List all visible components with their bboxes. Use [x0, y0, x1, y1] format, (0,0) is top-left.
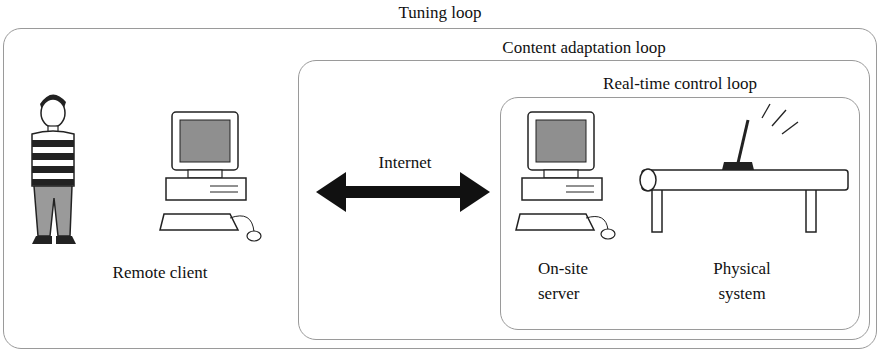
track-end — [640, 169, 656, 191]
shirt-stripe — [32, 153, 74, 160]
motion-line — [762, 104, 770, 118]
mouse-cable — [230, 216, 254, 232]
internet-arrow — [316, 172, 490, 212]
arrow-head — [460, 172, 490, 212]
person-figure — [32, 94, 76, 244]
loop-title: Real-time control loop — [599, 74, 761, 94]
keyboard — [160, 214, 238, 230]
pendulum-rod — [738, 120, 748, 163]
trousers — [34, 186, 72, 236]
screen — [180, 120, 230, 162]
server-label: On-site server — [538, 256, 610, 306]
loop-title: Content adaptation loop — [498, 38, 669, 58]
loop-title: Tuning loop — [395, 3, 486, 23]
arrow-head — [316, 172, 346, 212]
shoe — [32, 236, 52, 244]
drive-slot — [566, 186, 594, 187]
keyboard — [516, 214, 594, 230]
monitor — [528, 112, 594, 170]
case — [522, 178, 602, 200]
stand — [544, 170, 578, 178]
client-computer — [160, 112, 261, 241]
drive-slot — [210, 192, 238, 193]
screen — [536, 120, 586, 162]
pendulum-system — [640, 104, 848, 232]
monitor — [172, 112, 238, 170]
shoe — [56, 236, 76, 244]
drive-slot — [210, 186, 238, 187]
client-label: Remote client — [90, 260, 230, 285]
region-border — [298, 60, 870, 340]
system-label: Physical system — [702, 256, 782, 306]
stand — [188, 170, 222, 178]
track — [642, 170, 848, 190]
case — [166, 178, 246, 200]
network-label: Internet — [350, 150, 460, 175]
mouse-cable — [586, 217, 608, 231]
mouse — [601, 229, 615, 239]
motion-line — [772, 110, 786, 126]
drive-slot — [566, 192, 594, 193]
head — [41, 99, 65, 127]
server-computer — [516, 112, 615, 239]
shirt — [32, 131, 74, 186]
content-adaptation-region: Content adaptation loopReal-time control… — [298, 36, 870, 341]
shirt-stripe — [32, 166, 74, 173]
shirt-stripe — [32, 140, 74, 147]
arrow-shaft — [340, 186, 466, 198]
cart — [722, 162, 754, 170]
mouse — [247, 231, 261, 241]
shirt-stripe — [32, 179, 74, 185]
motion-line — [782, 122, 798, 134]
